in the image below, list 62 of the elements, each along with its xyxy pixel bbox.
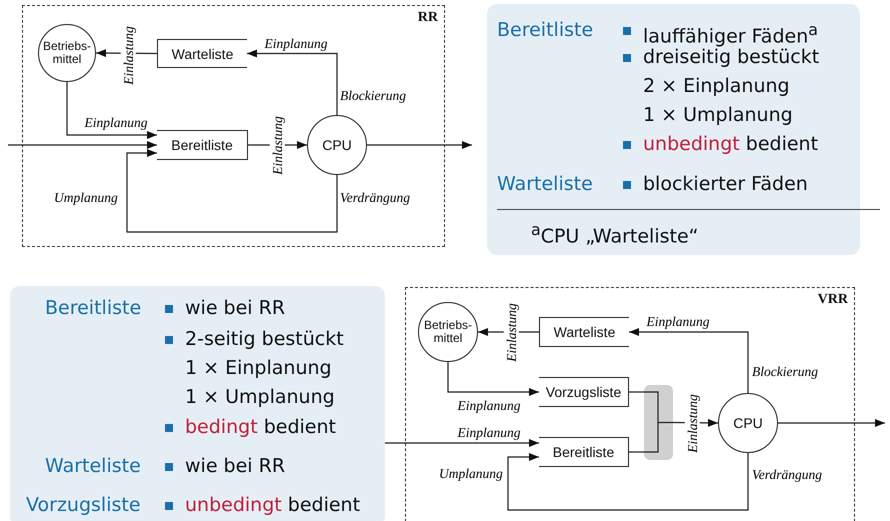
queue-box: Bereitliste — [539, 437, 629, 467]
term-label: Bereitliste — [497, 18, 594, 42]
list-item-text: wie bei RR — [185, 454, 286, 478]
arrow — [367, 141, 472, 149]
arrow — [8, 141, 157, 149]
list-item-text: unbedingt bedient — [185, 493, 360, 517]
list-item-text: 1 × Einplanung — [185, 356, 332, 380]
connector-line — [629, 451, 644, 453]
edge-label: Umplanung — [52, 190, 120, 204]
queue-box: Warteliste — [157, 39, 247, 68]
arrow — [778, 419, 885, 427]
event-label: Verdrängung — [752, 467, 822, 482]
list-item-text: bedingt bedient — [185, 415, 336, 439]
list-item-text: 1 × Umplanung — [643, 103, 793, 127]
list-item-text: $^{a}$CPU „Warteliste“ — [531, 219, 698, 248]
term-label: Bereitliste — [45, 296, 142, 320]
arrow — [385, 439, 539, 447]
event-label: Blockierung — [340, 88, 406, 103]
edge-label: Einlastung — [684, 392, 700, 454]
arrow — [673, 418, 718, 427]
frame-title: RR — [418, 10, 438, 26]
edge-label: Einplanung — [456, 398, 522, 412]
edge-label: Umplanung — [437, 466, 505, 480]
list-item-text: wie bei RR — [185, 296, 286, 320]
queue-box: Warteliste — [539, 317, 629, 347]
list-item-text: blockierter Fäden — [643, 172, 808, 196]
process-circle: Betriebs- mittel — [418, 302, 478, 362]
term-label: Vorzugsliste — [26, 493, 141, 517]
event-label: Verdrängung — [340, 190, 410, 205]
list-item-text: 2-seitig bestückt — [185, 327, 344, 351]
arrow — [247, 50, 338, 115]
process-circle: CPU — [718, 393, 778, 453]
arrow — [629, 328, 749, 393]
edge-label: Einplanung — [262, 36, 330, 50]
list-item-text: 2 × Einplanung — [643, 74, 790, 98]
term-label: Warteliste — [45, 454, 141, 478]
edge-label: Einlastung — [269, 114, 284, 176]
connector-line — [629, 391, 644, 393]
arrow — [248, 141, 307, 149]
term-label: Warteliste — [497, 172, 593, 196]
list-item-text: 1 × Umplanung — [185, 385, 335, 409]
arrow — [507, 453, 749, 511]
list-item-text: dreiseitig bestückt — [643, 46, 820, 69]
list-item-text: unbedingt bedient — [643, 132, 818, 156]
edge-label: Einplanung — [644, 314, 712, 328]
arrow — [126, 149, 338, 233]
edge-label: Einlastung — [503, 300, 518, 364]
edge-label: Einplanung — [456, 424, 522, 440]
event-label: Blockierung — [752, 364, 818, 379]
process-circle: Betriebs- mittel — [38, 24, 96, 82]
frame-title: VRR — [818, 292, 848, 308]
arrow — [478, 328, 539, 336]
merge-bar — [644, 385, 673, 460]
queue-box: Bereitliste — [157, 130, 248, 160]
arrow — [96, 49, 157, 58]
edge-label: Einlastung — [120, 24, 136, 86]
queue-box: Vorzugsliste — [539, 377, 629, 407]
edge-label: Einplanung — [82, 114, 150, 130]
process-circle: CPU — [307, 115, 367, 175]
arrow — [66, 82, 157, 139]
arrow — [447, 362, 539, 396]
list-item-text: lauffähiger Fäden$^{a}$ — [643, 19, 818, 48]
